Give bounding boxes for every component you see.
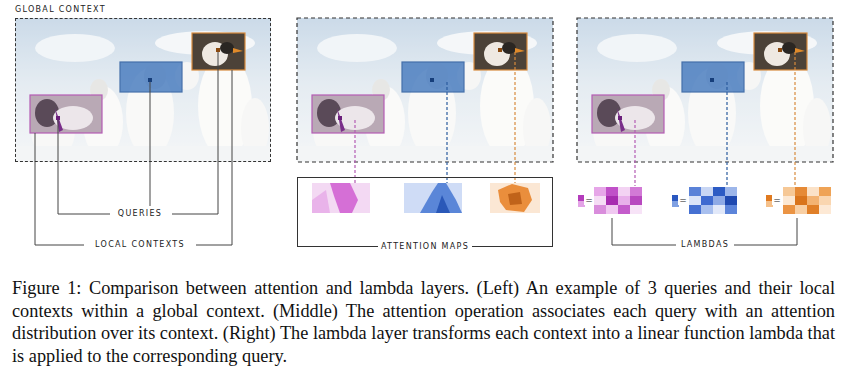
equals-sign: =	[678, 195, 688, 205]
bracket-label: LAMBDAS	[678, 240, 732, 250]
bracket-label: QUERIES	[115, 209, 165, 219]
attention-maps-box: ATTENTION MAPS	[297, 177, 553, 247]
figure-caption: Figure 1: Comparison between attention a…	[12, 277, 835, 368]
equals-sign: =	[772, 195, 782, 205]
equals-sign: =	[584, 195, 594, 205]
global-context-box: GLOBAL CONTEXT	[15, 18, 271, 162]
box-heading: ATTENTION MAPS	[378, 242, 472, 252]
box-heading: GLOBAL CONTEXT	[12, 5, 109, 15]
bracket-label: LOCAL CONTEXTS	[92, 240, 188, 250]
